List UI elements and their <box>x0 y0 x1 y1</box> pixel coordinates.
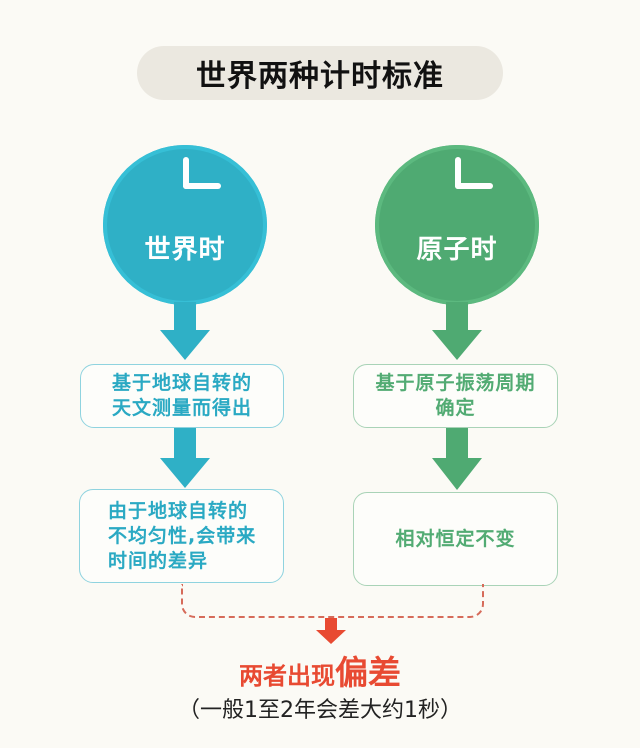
down-arrow-icon <box>160 428 210 488</box>
universal-time-node: 世界时 <box>103 145 267 305</box>
dashed-connector <box>181 584 484 618</box>
title-banner: 世界两种计时标准 <box>137 46 503 100</box>
result-text: 两者出现偏差 <box>0 646 640 694</box>
universal-time-step-2: 由于地球自转的 不均匀性,会带来 时间的差异 <box>79 489 284 583</box>
down-arrow-icon <box>432 428 482 490</box>
universal-time-label: 世界时 <box>144 235 226 265</box>
atomic-time-node: 原子时 <box>375 145 539 305</box>
atomic-time-step-1: 基于原子振荡周期 确定 <box>353 364 558 428</box>
result-emphasis: 偏差 <box>335 653 401 692</box>
down-arrow-icon <box>160 302 210 360</box>
result-arrow-icon <box>316 618 346 644</box>
universal-time-step-1: 基于地球自转的 天文测量而得出 <box>80 364 284 428</box>
clock-icon <box>183 157 221 189</box>
atomic-time-step-2: 相对恒定不变 <box>353 492 558 586</box>
result-note: （一般1至2年会差大约1秒） <box>178 698 462 723</box>
diagram-title: 世界两种计时标准 <box>196 59 444 94</box>
clock-icon <box>455 157 493 189</box>
down-arrow-icon <box>432 302 482 360</box>
result-prefix: 两者出现 <box>239 662 335 690</box>
atomic-time-label: 原子时 <box>416 235 498 265</box>
